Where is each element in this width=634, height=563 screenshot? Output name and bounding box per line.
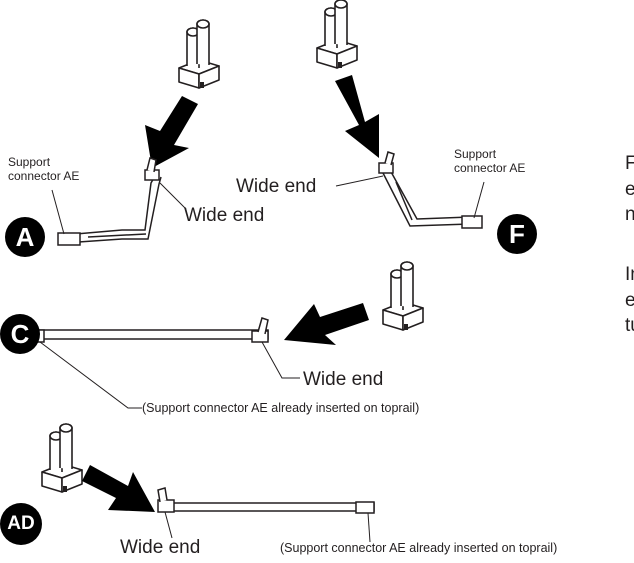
leader-a-wide-end [159, 182, 187, 210]
badge-f: F [497, 214, 537, 254]
label-c-already-inserted: (Support connector AE already inserted o… [142, 401, 420, 415]
rail-f [378, 151, 483, 229]
side-text-line: tu [625, 315, 634, 337]
arrow-c [284, 303, 369, 345]
badge-a: A [5, 217, 45, 257]
rail-c [29, 317, 269, 343]
label-f-support-connector: Support connector AE [454, 147, 526, 175]
label-ad-wide-end: Wide end [120, 537, 201, 558]
connector-part-ad [41, 423, 83, 493]
label-c-wide-end: Wide end [303, 369, 384, 390]
label-a-wide-end: Wide end [184, 205, 265, 226]
leader-ad-support [367, 512, 371, 543]
side-text-line: F [625, 153, 634, 174]
label-ad-already-inserted: (Support connector AE already inserted o… [280, 541, 558, 555]
leader-f-support [473, 181, 485, 219]
connector-part-a [178, 19, 220, 89]
rail-ad [157, 487, 375, 514]
leader-f-wide-end [335, 175, 384, 187]
arrow-f [335, 75, 379, 158]
leader-c-wide-end [261, 341, 300, 379]
connector-part-c [382, 261, 424, 331]
side-text-line: In [625, 264, 634, 285]
leader-ad-wide-end [164, 511, 173, 539]
label-a-support-connector: Support connector AE [8, 155, 80, 183]
badge-c: C [0, 314, 40, 354]
connector-part-f [316, 0, 358, 69]
side-text-line: e [625, 289, 634, 311]
arrow-a [145, 96, 198, 168]
side-text-line: n [625, 204, 634, 226]
badge-ad: AD [0, 503, 42, 545]
side-text-paragraph-2: In e tu [625, 262, 634, 339]
side-text-paragraph-1: F e n [625, 151, 634, 228]
side-text-line: e [625, 178, 634, 200]
arrow-ad [82, 465, 155, 512]
label-f-wide-end: Wide end [236, 176, 317, 197]
leader-c-support [39, 341, 142, 409]
leader-a-support [51, 189, 65, 235]
rail-a [57, 157, 162, 246]
